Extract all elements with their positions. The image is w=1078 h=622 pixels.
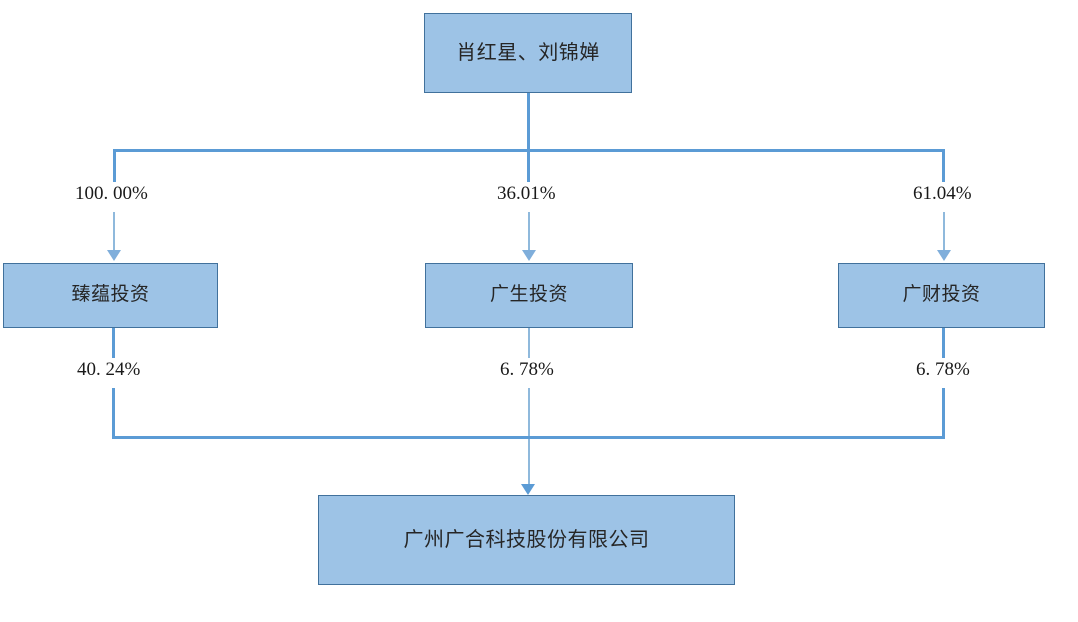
edge-label-guangsheng-to-company: 6. 78% xyxy=(497,359,557,381)
arrowhead-to-guangcai xyxy=(937,250,951,261)
connector-left-elbow-drop xyxy=(113,149,116,182)
edge-label-owners-to-zhenyun: 100. 00% xyxy=(72,183,151,205)
node-guangsheng-label: 广生投资 xyxy=(489,284,568,306)
connector-middle-elbow-drop xyxy=(527,149,530,182)
node-guangcai-label: 广财投资 xyxy=(902,284,981,306)
edge-label-guangcai-to-company: 6. 78% xyxy=(913,359,973,381)
connector-level2-bus xyxy=(112,436,945,439)
node-zhenyun-investment[interactable]: 臻蕴投资 xyxy=(3,263,218,328)
connector-to-guangcai xyxy=(943,212,945,252)
connector-right-elbow-drop xyxy=(942,149,945,182)
connector-to-zhenyun xyxy=(113,212,115,252)
connector-owners-stem xyxy=(527,93,530,151)
arrowhead-to-zhenyun xyxy=(107,250,121,261)
connector-guangcai-drop-lower xyxy=(942,388,945,439)
arrowhead-to-guangsheng xyxy=(522,250,536,261)
edge-label-owners-to-guangsheng: 36.01% xyxy=(494,183,559,205)
node-target-company[interactable]: 广州广合科技股份有限公司 xyxy=(318,495,735,585)
connector-zhenyun-drop-lower xyxy=(112,388,115,439)
node-guangsheng-investment[interactable]: 广生投资 xyxy=(425,263,633,328)
connector-zhenyun-drop xyxy=(112,328,115,358)
node-zhenyun-label: 臻蕴投资 xyxy=(71,284,150,306)
connector-to-guangsheng xyxy=(528,212,530,252)
arrowhead-to-company xyxy=(521,484,535,495)
edge-label-zhenyun-to-company: 40. 24% xyxy=(74,359,144,381)
edge-label-owners-to-guangcai: 61.04% xyxy=(910,183,975,205)
node-owners[interactable]: 肖红星、刘锦婵 xyxy=(424,13,632,93)
node-target-company-label: 广州广合科技股份有限公司 xyxy=(403,529,650,551)
node-owners-label: 肖红星、刘锦婵 xyxy=(456,42,600,64)
connector-guangcai-drop xyxy=(942,328,945,358)
connector-guangsheng-drop xyxy=(528,328,530,358)
node-guangcai-investment[interactable]: 广财投资 xyxy=(838,263,1045,328)
